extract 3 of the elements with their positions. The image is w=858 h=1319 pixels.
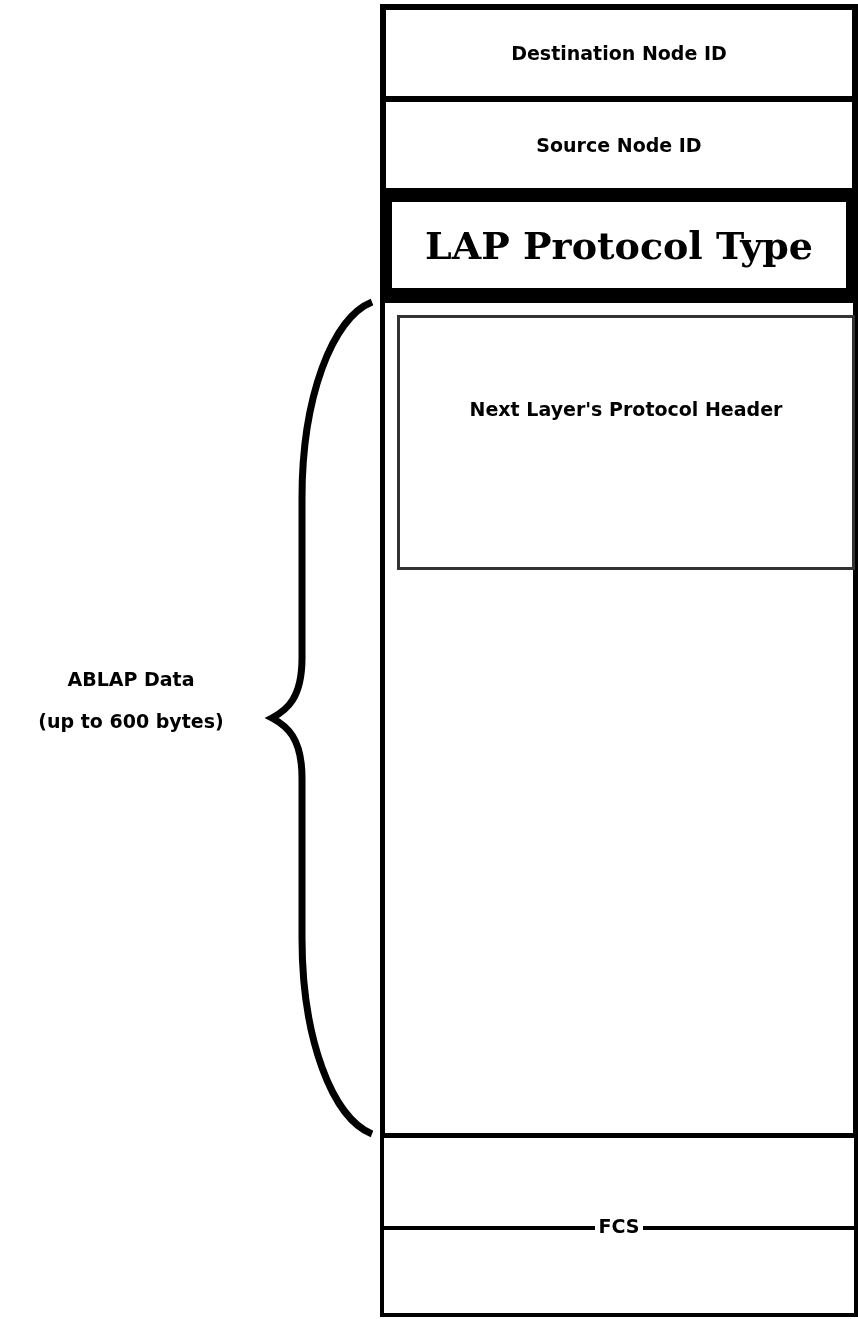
- brace-label: ABLAP Data: [66, 668, 196, 690]
- field-box: [397, 315, 855, 570]
- brace-label: (up to 600 bytes): [37, 710, 225, 732]
